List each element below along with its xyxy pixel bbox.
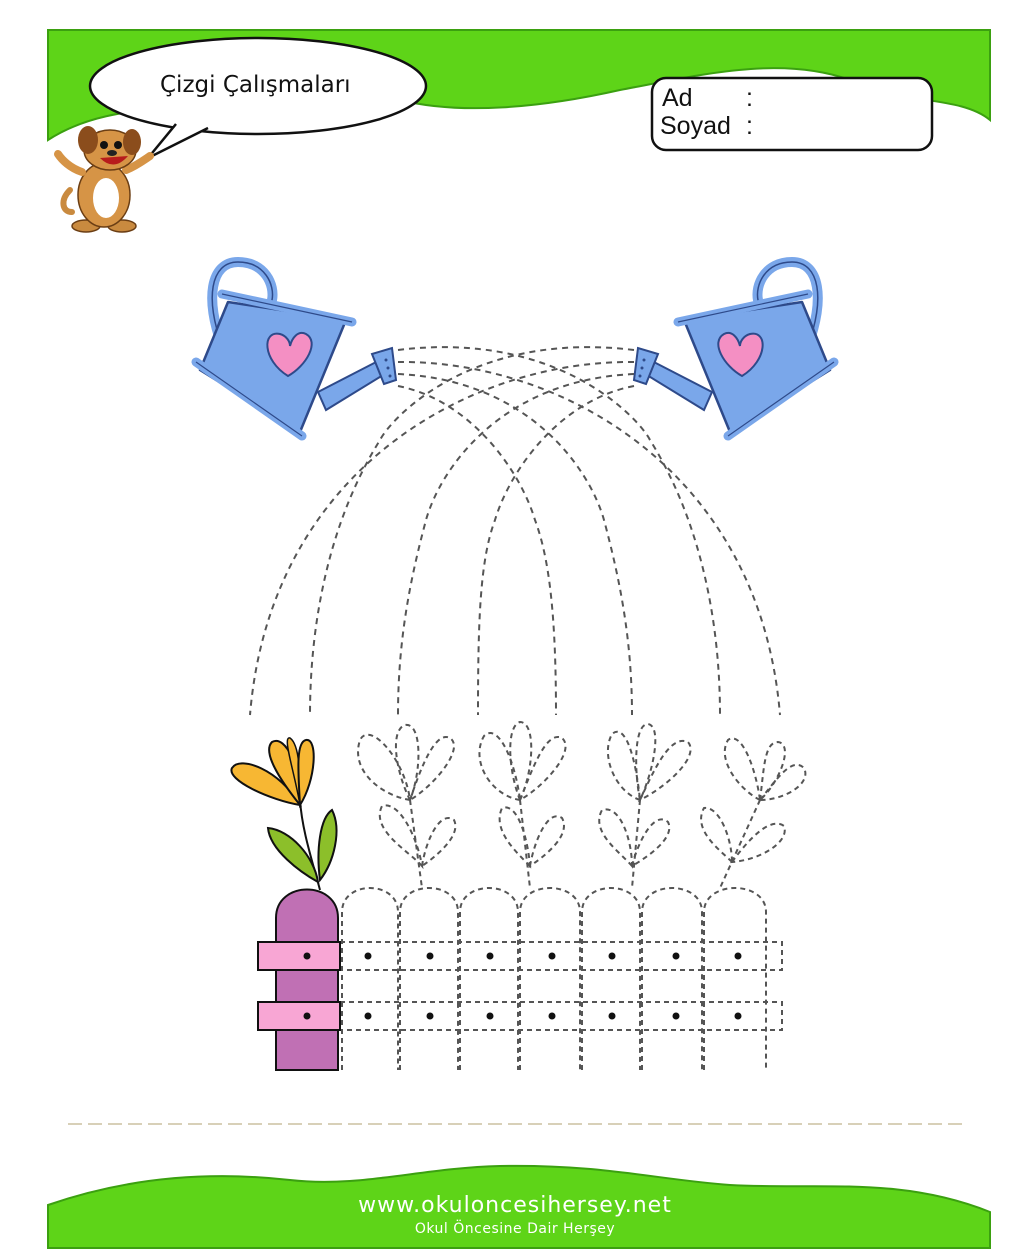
rail-dots — [364, 952, 742, 1020]
tracing-arc — [397, 385, 557, 716]
fence-rail — [257, 941, 341, 971]
tracing-arcs — [249, 346, 781, 716]
traceable-flower — [700, 737, 807, 889]
watering-can-icon — [191, 256, 398, 441]
traceable-flower — [478, 720, 567, 889]
traceable-flower — [598, 722, 692, 889]
fence-pickets — [339, 887, 783, 1070]
surname-colon: : — [746, 112, 753, 140]
bottom-banner — [47, 1164, 991, 1249]
tracing-arc — [477, 385, 635, 716]
fence-rail — [257, 1001, 341, 1031]
tracing-arc — [397, 346, 721, 716]
name-label: Ad — [662, 84, 693, 112]
fence-post — [275, 888, 339, 1071]
traceable-flower — [357, 723, 457, 889]
tracing-arc — [397, 373, 633, 716]
footer-website[interactable]: www.okuloncesihersey.net — [358, 1193, 672, 1218]
flower-icon — [230, 737, 338, 891]
tracing-arc — [397, 360, 781, 716]
page-title: Çizgi Çalışmaları — [160, 72, 351, 98]
speech-bubble-icon — [88, 36, 428, 160]
tracing-arc — [397, 373, 635, 716]
fence-icon — [257, 887, 783, 1071]
footer-tagline: Okul Öncesine Dair Herşey — [414, 1221, 616, 1237]
name-colon: : — [746, 84, 753, 112]
name-box — [650, 76, 934, 152]
dog-mascot-icon — [54, 126, 154, 233]
surname-label: Soyad — [660, 112, 731, 140]
tracing-arc — [309, 346, 635, 716]
watering-can-icon — [632, 256, 839, 441]
traceable-flowers — [357, 720, 807, 889]
tracing-arc — [249, 360, 635, 716]
